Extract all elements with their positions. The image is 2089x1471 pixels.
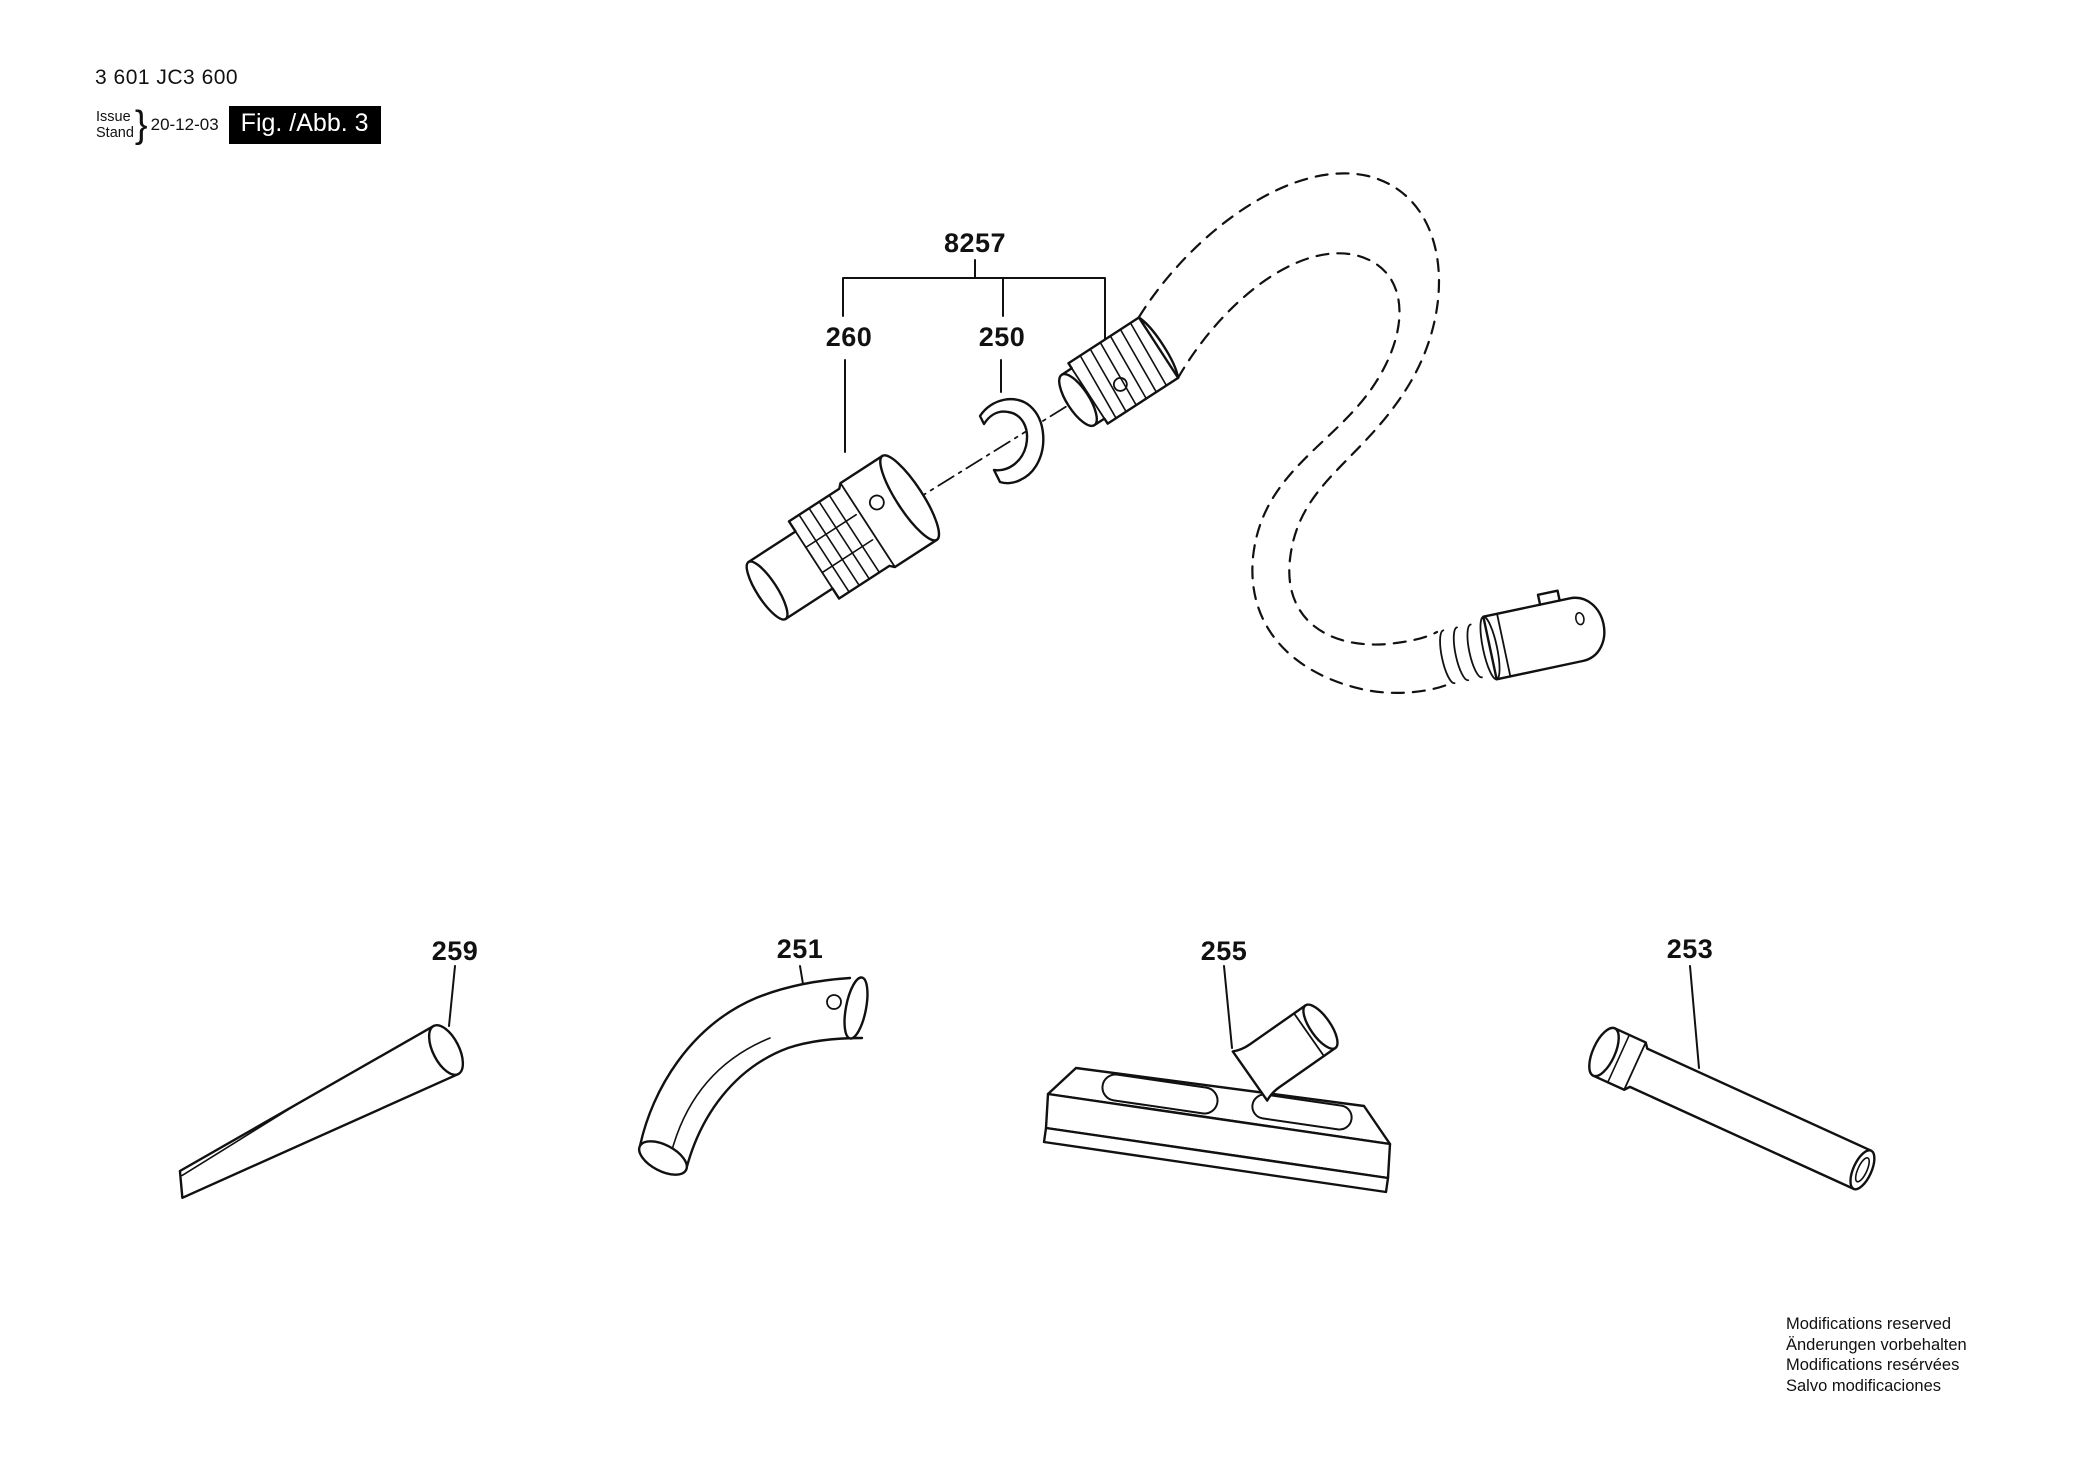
part-255-floor-nozzle-drawing [1042, 1003, 1392, 1194]
part-259-crevice-nozzle-drawing [178, 1024, 465, 1199]
issue-label: Issue [96, 109, 131, 125]
brace-glyph: } [134, 104, 148, 146]
callout-260: 260 [825, 322, 873, 352]
issue-block: Issue Stand } 20-12-03 Fig. /Abb. 3 [96, 106, 381, 144]
part-253-extension-tube-drawing [1588, 1026, 1876, 1191]
stand-label: Stand [96, 125, 134, 141]
modifications-line-de: Änderungen vorbehalten [1786, 1335, 1967, 1354]
part-number: 3 601 JC3 600 [95, 66, 239, 89]
modifications-line-es: Salvo modificaciones [1786, 1376, 1941, 1395]
hose-cuff-drawing [1439, 589, 1606, 685]
modifications-line-fr: Modifications resérvées [1786, 1356, 1960, 1374]
modifications-line-en: Modifications reserved [1786, 1315, 1952, 1333]
figure-badge: Fig. /Abb. 3 [228, 106, 381, 144]
callout-255: 255 [1200, 936, 1248, 966]
issue-date: 20-12-03 [150, 115, 219, 134]
callout-250: 250 [978, 322, 1026, 352]
callout-8257: 8257 [943, 228, 1007, 258]
callout-253: 253 [1666, 934, 1714, 964]
issue-stand-labels: Issue Stand [96, 109, 134, 141]
part-251-bent-nozzle-drawing [637, 976, 869, 1176]
hose-connector-drawing [1058, 316, 1180, 428]
hose-8257-drawing [1137, 172, 1451, 694]
callout-259: 259 [431, 936, 479, 966]
part-250-clip-drawing [978, 398, 1045, 485]
callout-lines [448, 259, 1700, 1069]
modifications-notice: Modifications reserved Änderungen vorbeh… [1786, 1314, 1967, 1396]
part-260-adapter-drawing [745, 454, 941, 621]
callout-251: 251 [776, 934, 824, 964]
